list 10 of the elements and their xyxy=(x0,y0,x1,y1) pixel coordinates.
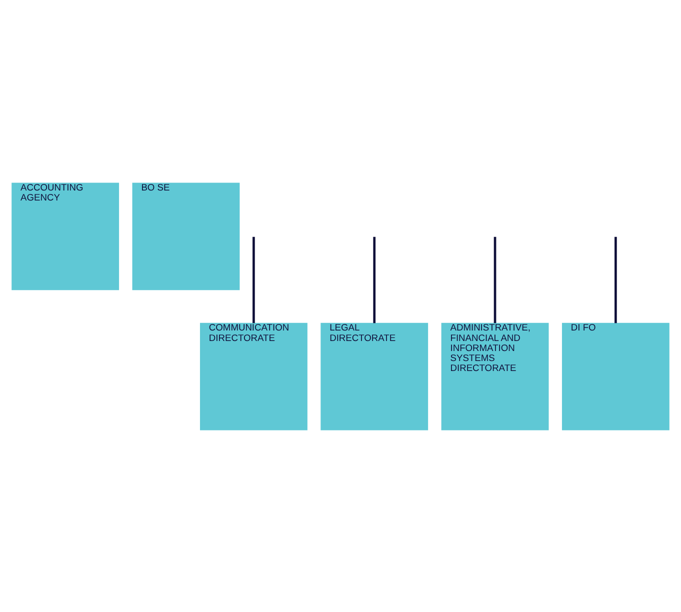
node-box: ADMINISTRATIVE, FINANCIAL AND INFORMATION SYSTEMS DIRECTORATE xyxy=(441,322,549,430)
connector xyxy=(373,236,376,323)
node-box: DI FO xyxy=(562,322,670,430)
node-box: COMMUNICATION DIRECTORATE xyxy=(200,322,308,430)
node-box: LEGAL DIRECTORATE xyxy=(320,322,428,430)
connector xyxy=(614,236,617,323)
connector xyxy=(494,236,496,323)
connector xyxy=(252,236,255,323)
node-box: ACCOUNTING AGENCY xyxy=(12,182,120,290)
node-box: BO SE xyxy=(132,182,240,290)
